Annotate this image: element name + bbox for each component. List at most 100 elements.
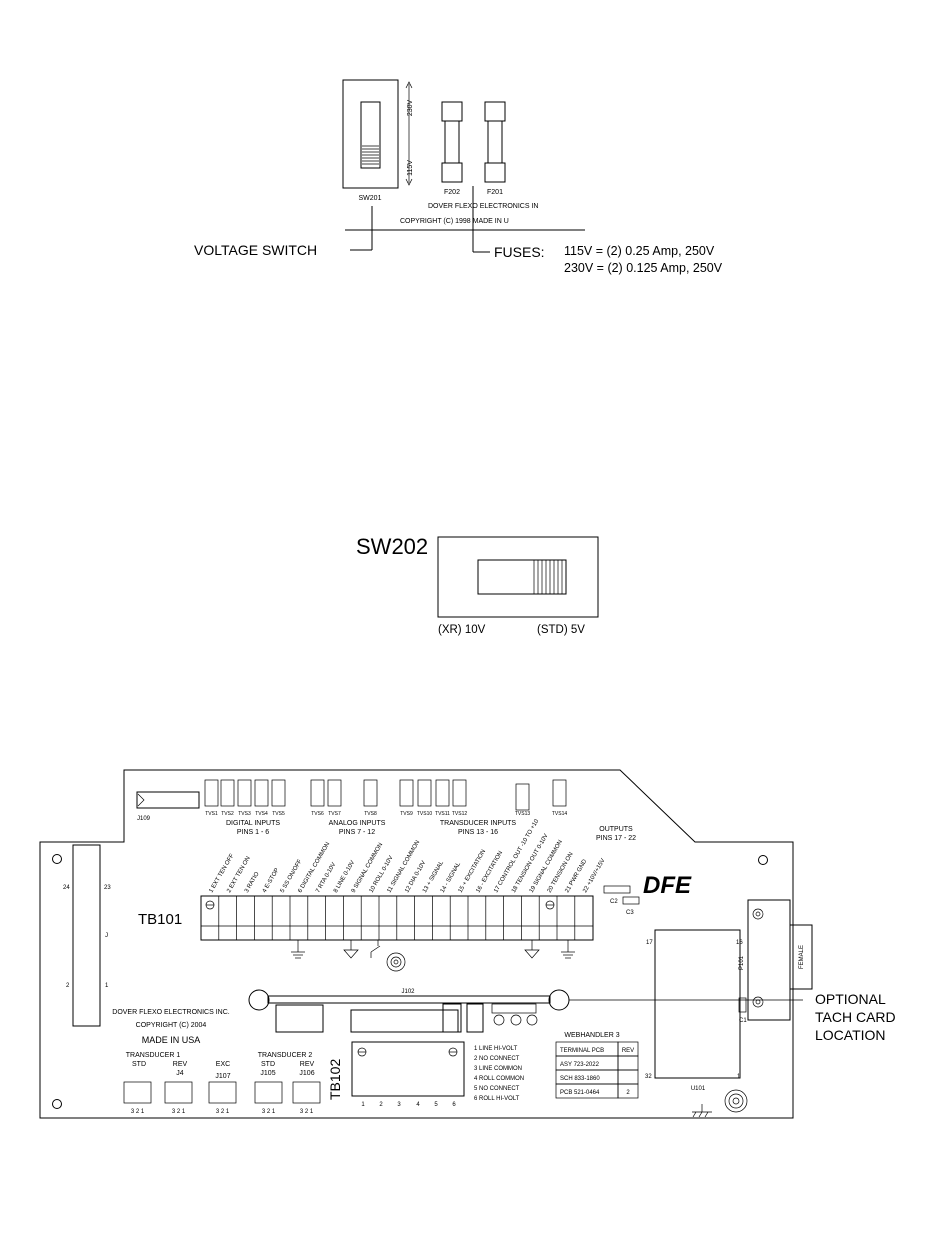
- tb102-legend-item: 4 ROLL COMMON: [474, 1076, 524, 1082]
- sw201-body: [342, 79, 399, 189]
- ground-screw-icon: [724, 1089, 748, 1113]
- tb102-legend-item: 3 LINE COMMON: [474, 1066, 522, 1072]
- u101-pin17: 17: [646, 940, 653, 946]
- tvs-label: TVS7: [328, 811, 341, 817]
- v230-label: 230V: [407, 100, 414, 117]
- tb102-pin-number: 3: [397, 1102, 401, 1108]
- sw202-right-label: (STD) 5V: [537, 624, 585, 636]
- top-copyright-line: COPYRIGHT (C) 1998 MADE IN U: [400, 218, 509, 225]
- fuse-f202: [441, 101, 463, 183]
- f201-label: F201: [487, 189, 503, 196]
- ground-icon: [291, 940, 305, 959]
- switch-symbol-icon: [370, 940, 381, 958]
- transducer1-rev-label: REV: [173, 1061, 188, 1068]
- c1-label: C1: [739, 1018, 747, 1024]
- voltage-switch-area: SW201 230V 115V F202 F201 DOVER FLEXO EL…: [194, 79, 723, 275]
- tvs-label: TVS12: [452, 811, 468, 817]
- tb102-block: [351, 1041, 465, 1097]
- terminal-label: 3 RATIO: [244, 871, 261, 894]
- tb102-pin-number: 1: [361, 1102, 365, 1108]
- female-connector: [789, 924, 813, 990]
- fuse-f201: [484, 101, 506, 183]
- j4-label: J4: [176, 1070, 184, 1077]
- digital-pins-heading: PINS 1 - 6: [237, 829, 269, 836]
- led-icon: [526, 1014, 538, 1026]
- analog-inputs-heading: ANALOG INPUTS: [329, 820, 386, 827]
- connector-housing: [254, 1081, 283, 1104]
- pcb-table-cell: ASY 723-2022: [560, 1062, 600, 1068]
- terminal-label: 11 SIGNAL COMMON: [386, 840, 421, 894]
- ic-component: [350, 1009, 459, 1033]
- tvs-diode: [452, 779, 467, 807]
- sw201-slider-hatch: [362, 145, 379, 165]
- arrow-down-icon: [405, 178, 413, 186]
- tb102-legend-item: 5 NO CONNECT: [474, 1086, 520, 1092]
- sw202-area: SW202 (XR) 10V (STD) 5V: [356, 534, 599, 636]
- tvs-label: TVS14: [552, 811, 568, 817]
- j107-label: J107: [215, 1073, 230, 1080]
- u101-slot: [654, 929, 741, 1079]
- terminal-label: 19 SIGNAL COMMON: [529, 839, 564, 894]
- potentiometer-icon: [386, 952, 406, 972]
- transducer1-label: TRANSDUCER 1: [126, 1052, 181, 1059]
- board-copyright-line: COPYRIGHT (C) 2004: [136, 1022, 207, 1029]
- tvs-diode: [220, 779, 235, 807]
- sw202-body: [437, 536, 599, 618]
- outputs-pins-heading: PINS 17 - 22: [596, 835, 636, 842]
- sw202-label: SW202: [356, 534, 428, 559]
- capacitor-component: [466, 1003, 484, 1033]
- tvs-label: TVS6: [311, 811, 324, 817]
- transducer1-std-label: STD: [132, 1061, 146, 1068]
- tb102-pin-number: 5: [434, 1102, 438, 1108]
- tvs-label: TVS2: [221, 811, 234, 817]
- sw202-slot: [477, 559, 567, 595]
- tvs-label: TVS4: [255, 811, 268, 817]
- chassis-ground-icon: [692, 1104, 712, 1118]
- tvs-label: TVS1: [205, 811, 218, 817]
- tvs-diode: [435, 779, 450, 807]
- mounting-hole: [52, 1099, 62, 1109]
- connector-housing: [164, 1081, 193, 1104]
- led-icon: [510, 1014, 522, 1026]
- fuse-spec-230v: 230V = (2) 0.125 Amp, 250V: [564, 261, 723, 275]
- fuses-callout: FUSES:: [494, 244, 545, 260]
- transducer-inputs-heading: TRANSDUCER INPUTS: [440, 820, 517, 827]
- tvs-diode: [254, 779, 269, 807]
- standoff-hole: [548, 989, 570, 1011]
- signal-ground-icon: [343, 940, 359, 959]
- u101-pin16: 16: [736, 940, 743, 946]
- analog-pins-heading: PINS 7 - 12: [339, 829, 375, 836]
- tvs-label: TVS3: [238, 811, 251, 817]
- c1-capacitor: [738, 997, 747, 1013]
- terminal-label: 9 SIGNAL COMMON: [351, 842, 384, 894]
- tvs-diode: [310, 779, 325, 807]
- tach-callout-line3: LOCATION: [815, 1027, 886, 1043]
- pcb-table-cell: PCB 521-0464: [560, 1090, 600, 1096]
- female-label: FEMALE: [799, 945, 805, 969]
- tvs-label: TVS10: [417, 811, 433, 817]
- connector-housing: [208, 1081, 237, 1104]
- tvs-diode: [327, 779, 342, 807]
- tvs-label: TVS5: [272, 811, 285, 817]
- mounting-hole: [758, 855, 768, 865]
- mounting-hole: [52, 854, 62, 864]
- f202-label: F202: [444, 189, 460, 196]
- transducer2-label: TRANSDUCER 2: [258, 1052, 313, 1059]
- c3-label: C3: [626, 910, 634, 916]
- p101-label: P101: [739, 955, 745, 970]
- voltage-switch-callout: VOLTAGE SWITCH: [194, 242, 317, 258]
- ground-icon: [561, 940, 575, 959]
- c2-label: C2: [610, 899, 618, 905]
- tb101-label: TB101: [138, 911, 182, 928]
- pcb-table-cell: SCH 833-1860: [560, 1076, 600, 1082]
- left-conn-pin24: 24: [63, 885, 70, 891]
- j102-header: [267, 995, 551, 1004]
- j109-label: J109: [137, 816, 151, 822]
- tvs-label: TVS8: [364, 811, 377, 817]
- tvs-diode: [552, 779, 567, 807]
